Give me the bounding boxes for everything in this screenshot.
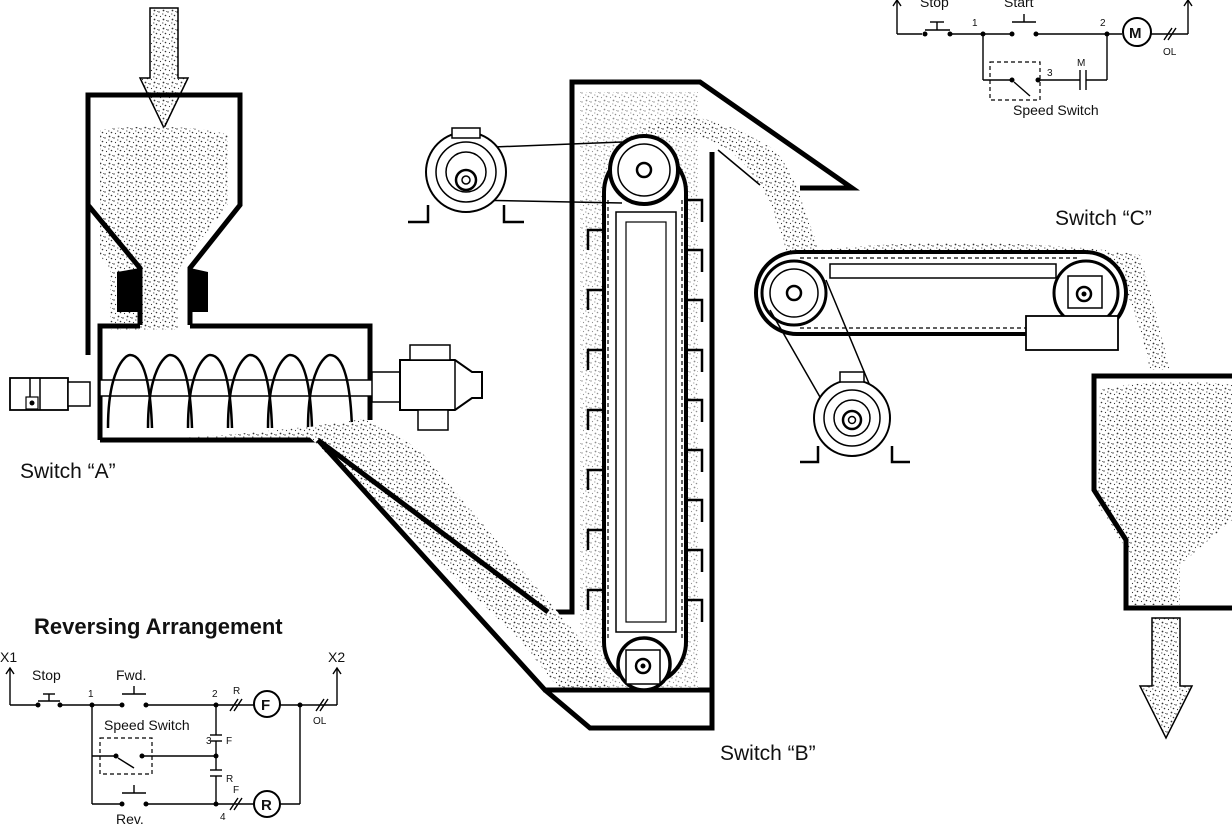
switch-b-label: Switch “B” [720, 742, 816, 765]
elevator-head-discharge [640, 117, 1170, 371]
top-motor-coil [1122, 17, 1152, 47]
rev-contact-f-mid: F [226, 736, 232, 747]
rev-node-1: 1 [88, 689, 94, 700]
elevator-buckets-left [586, 228, 604, 610]
hopper-left-liner [117, 268, 140, 312]
switch-a-label: Switch “A” [20, 460, 116, 483]
rev-x1-label: X1 [0, 649, 17, 665]
switch-c-label: Switch “C” [1055, 207, 1152, 230]
conveyor-drive-pulley [760, 259, 828, 327]
hopper-right-liner [190, 268, 208, 312]
top-overload-label: OL [1163, 47, 1177, 58]
top-contact-m-label: M [1077, 58, 1085, 69]
rev-speed-switch-label: Speed Switch [104, 717, 190, 733]
rev-contact-r-mid: R [226, 774, 233, 785]
bucket-elevator [580, 92, 704, 692]
rev-contact-r-top: R [233, 686, 240, 697]
head-pulley [608, 134, 680, 206]
top-speed-switch-box [989, 61, 1041, 101]
rev-fwd-label: Fwd. [116, 667, 146, 683]
top-control-circuit: Stop 1 Start 2 M OL 3 M Speed Switch [892, 0, 1193, 118]
discharge-chute [300, 152, 715, 731]
elevator-buckets-right [686, 198, 704, 622]
screw-flights [106, 353, 354, 429]
rev-rev-label: Rev. [116, 811, 144, 827]
forward-coil-label: F [261, 697, 270, 714]
infeed-arrow [138, 7, 190, 130]
top-node-1: 1 [972, 18, 978, 29]
top-motor-label: M [1129, 25, 1142, 42]
top-node-2: 2 [1100, 18, 1106, 29]
rev-overload-label: OL [313, 716, 327, 727]
receiving-hopper [1091, 373, 1232, 611]
outfeed-arrow [1138, 617, 1194, 740]
rev-node-3: 3 [206, 736, 212, 747]
top-stop-label: Stop [920, 0, 949, 10]
reverse-coil-label: R [261, 797, 272, 814]
belt-drive-motor [769, 279, 910, 464]
belt-conveyor [754, 250, 1128, 351]
reversing-title: Reversing Arrangement [34, 614, 283, 639]
rev-node-2: 2 [212, 689, 218, 700]
screw-conveyor [9, 79, 860, 615]
top-start-label: Start [1004, 0, 1034, 10]
rev-x2-label: X2 [328, 649, 345, 665]
screw-right-gearbox [371, 344, 483, 431]
rev-node-4: 4 [220, 812, 226, 823]
screw-left-motor [9, 377, 91, 411]
feed-hopper [85, 92, 243, 355]
reversing-circuit: Reversing Arrangement X1 X2 Stop 1 Fwd. … [0, 614, 345, 827]
rev-stop-label: Stop [32, 667, 61, 683]
top-speed-switch-label: Speed Switch [1013, 102, 1099, 118]
forward-coil [253, 690, 281, 718]
rev-contact-f-bottom: F [233, 785, 239, 796]
elevator-drive-motor [408, 127, 623, 224]
top-node-3: 3 [1047, 68, 1053, 79]
